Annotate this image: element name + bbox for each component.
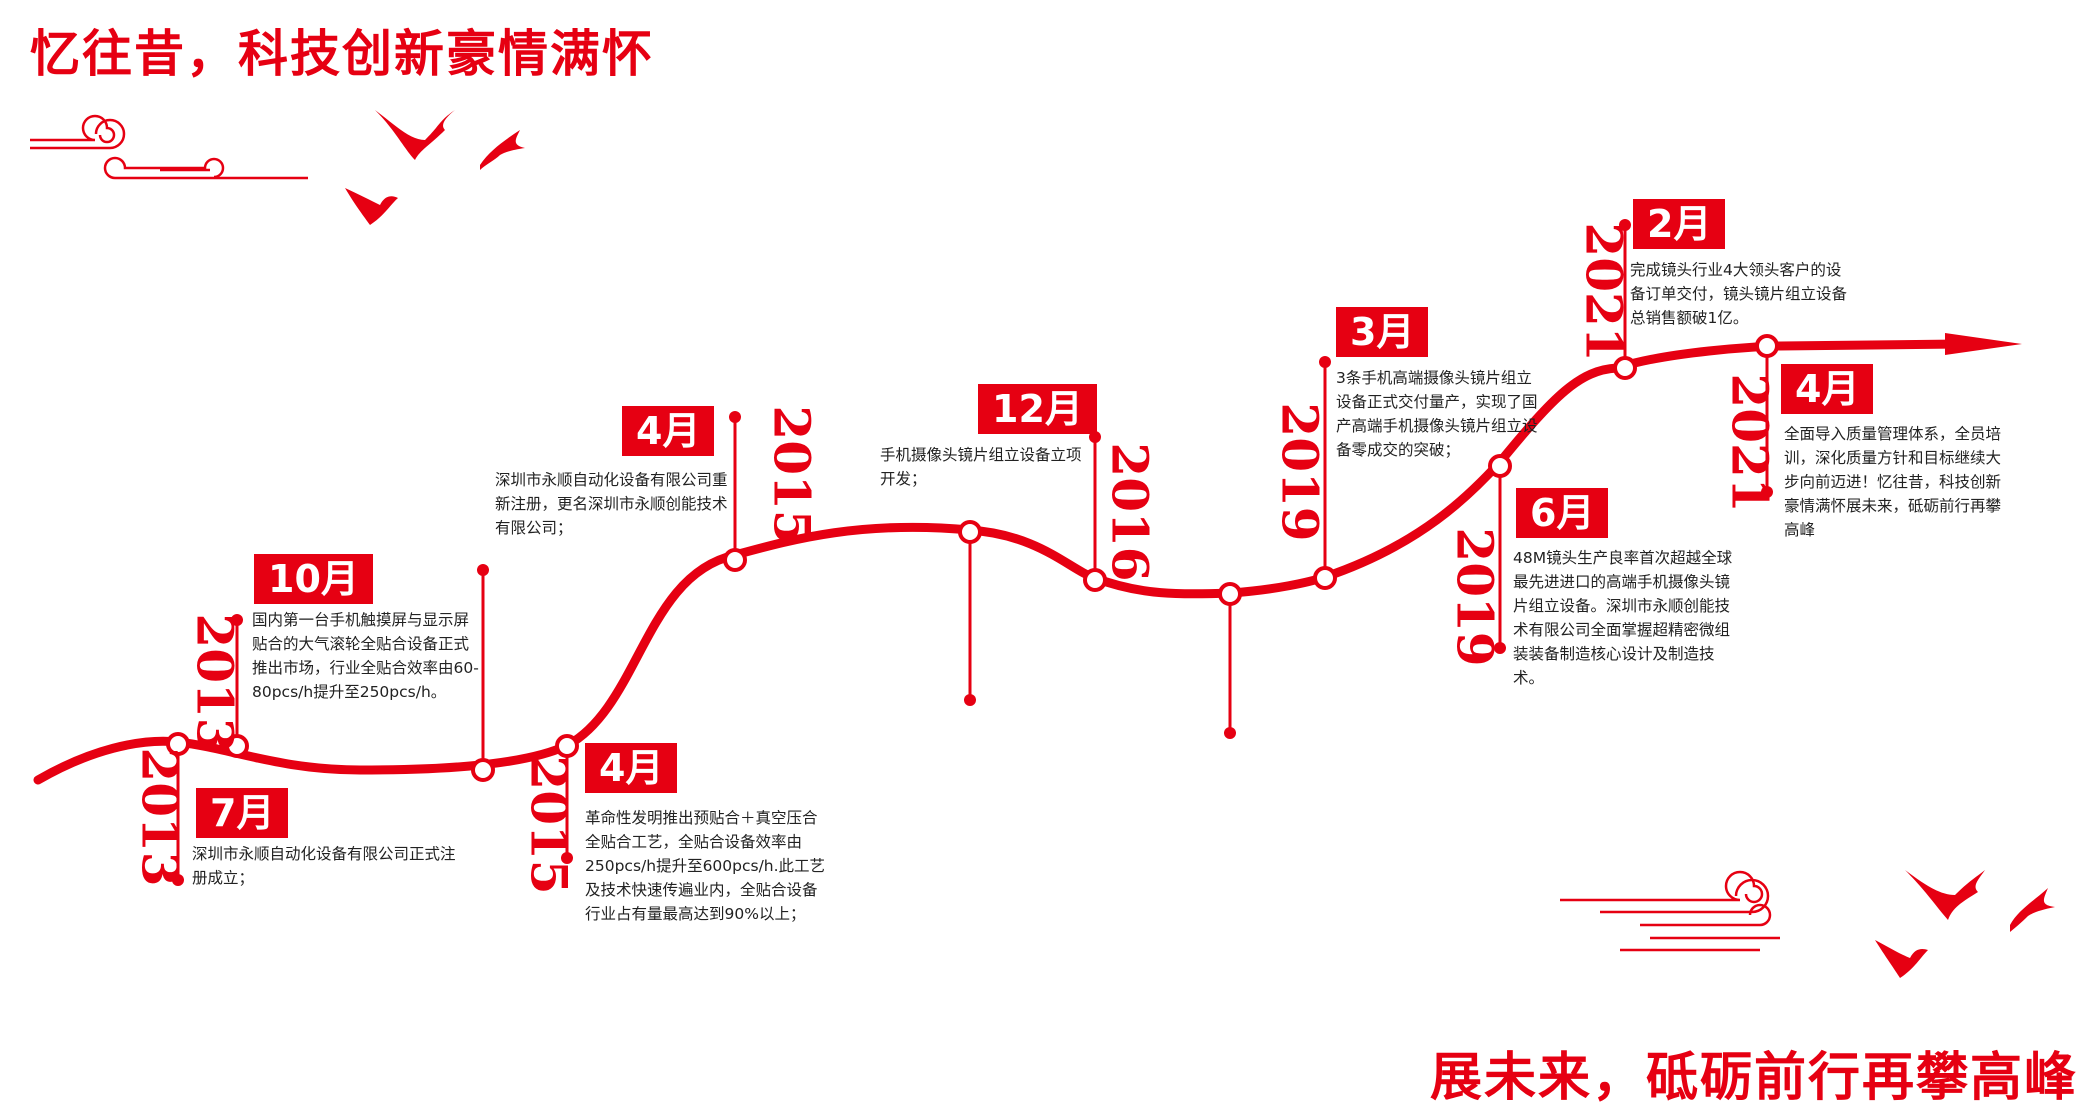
cloud-icon xyxy=(30,114,308,180)
stem-end-dots xyxy=(172,219,1773,886)
event-description: 深圳市永顺自动化设备有限公司重新注册，更名深圳市永顺创能技术有限公司； xyxy=(495,471,728,537)
month-badge: 4月 xyxy=(622,406,715,456)
month-badge: 12月 xyxy=(978,384,1097,434)
cloud-icon xyxy=(1560,870,1780,952)
year-label: 2019 xyxy=(1270,402,1330,542)
month-badge: 7月 xyxy=(196,788,289,838)
year-label: 2015 xyxy=(762,405,822,545)
event-description: 革命性发明推出预贴合＋真空压合全贴合工艺，全贴合设备效率由250pcs/h提升至… xyxy=(585,809,826,923)
event-description: 完成镜头行业4大领头客户的设备订单交付，镜头镜片组立设备总销售额破1亿。 xyxy=(1630,261,1848,327)
month-badge: 4月 xyxy=(1781,364,1874,414)
year-label: 2013 xyxy=(185,613,245,753)
arrow-head-icon xyxy=(1945,333,2022,355)
page-subtitle: 展未来，砥砺前行再攀高峰 xyxy=(1430,1048,2079,1108)
bird-icon xyxy=(1875,870,2055,978)
year-label: 2016 xyxy=(1100,442,1160,582)
month-badge: 6月 xyxy=(1516,488,1609,538)
month-badge: 4月 xyxy=(585,743,678,793)
month-badge: 2月 xyxy=(1633,199,1726,249)
event-description: 48M镜头生产良率首次超越全球最先进进口的高端手机摄像头镜片组立设备。深圳市永顺… xyxy=(1513,549,1733,687)
year-label: 2021 xyxy=(1574,222,1634,362)
event-description: 3条手机高端摄像头镜片组立设备正式交付量产，实现了国产高端手机摄像头镜片组立设备… xyxy=(1336,369,1538,459)
year-label: 2021 xyxy=(1720,373,1780,513)
event-description: 深圳市永顺自动化设备有限公司正式注册成立； xyxy=(192,845,456,887)
month-badge: 3月 xyxy=(1336,307,1429,357)
year-label: 2015 xyxy=(519,755,579,895)
event-description: 国内第一台手机触摸屏与显示屏贴合的大气滚轮全贴合设备正式推出市场，行业全贴合效率… xyxy=(252,611,479,701)
page-title: 忆往昔，科技创新豪情满怀 xyxy=(30,25,654,83)
event-description: 全面导入质量管理体系，全员培训，深化质量方针和目标继续大步向前迈进！忆往昔，科技… xyxy=(1784,425,2002,539)
bird-icon xyxy=(345,110,525,225)
month-badge: 10月 xyxy=(254,554,373,604)
year-label: 2019 xyxy=(1445,527,1505,667)
event-description: 手机摄像头镜片组立设备立项开发； xyxy=(880,446,1082,488)
timeline-stems xyxy=(176,225,1769,880)
milestone-nodes xyxy=(166,334,1779,782)
year-label: 2013 xyxy=(130,747,190,887)
